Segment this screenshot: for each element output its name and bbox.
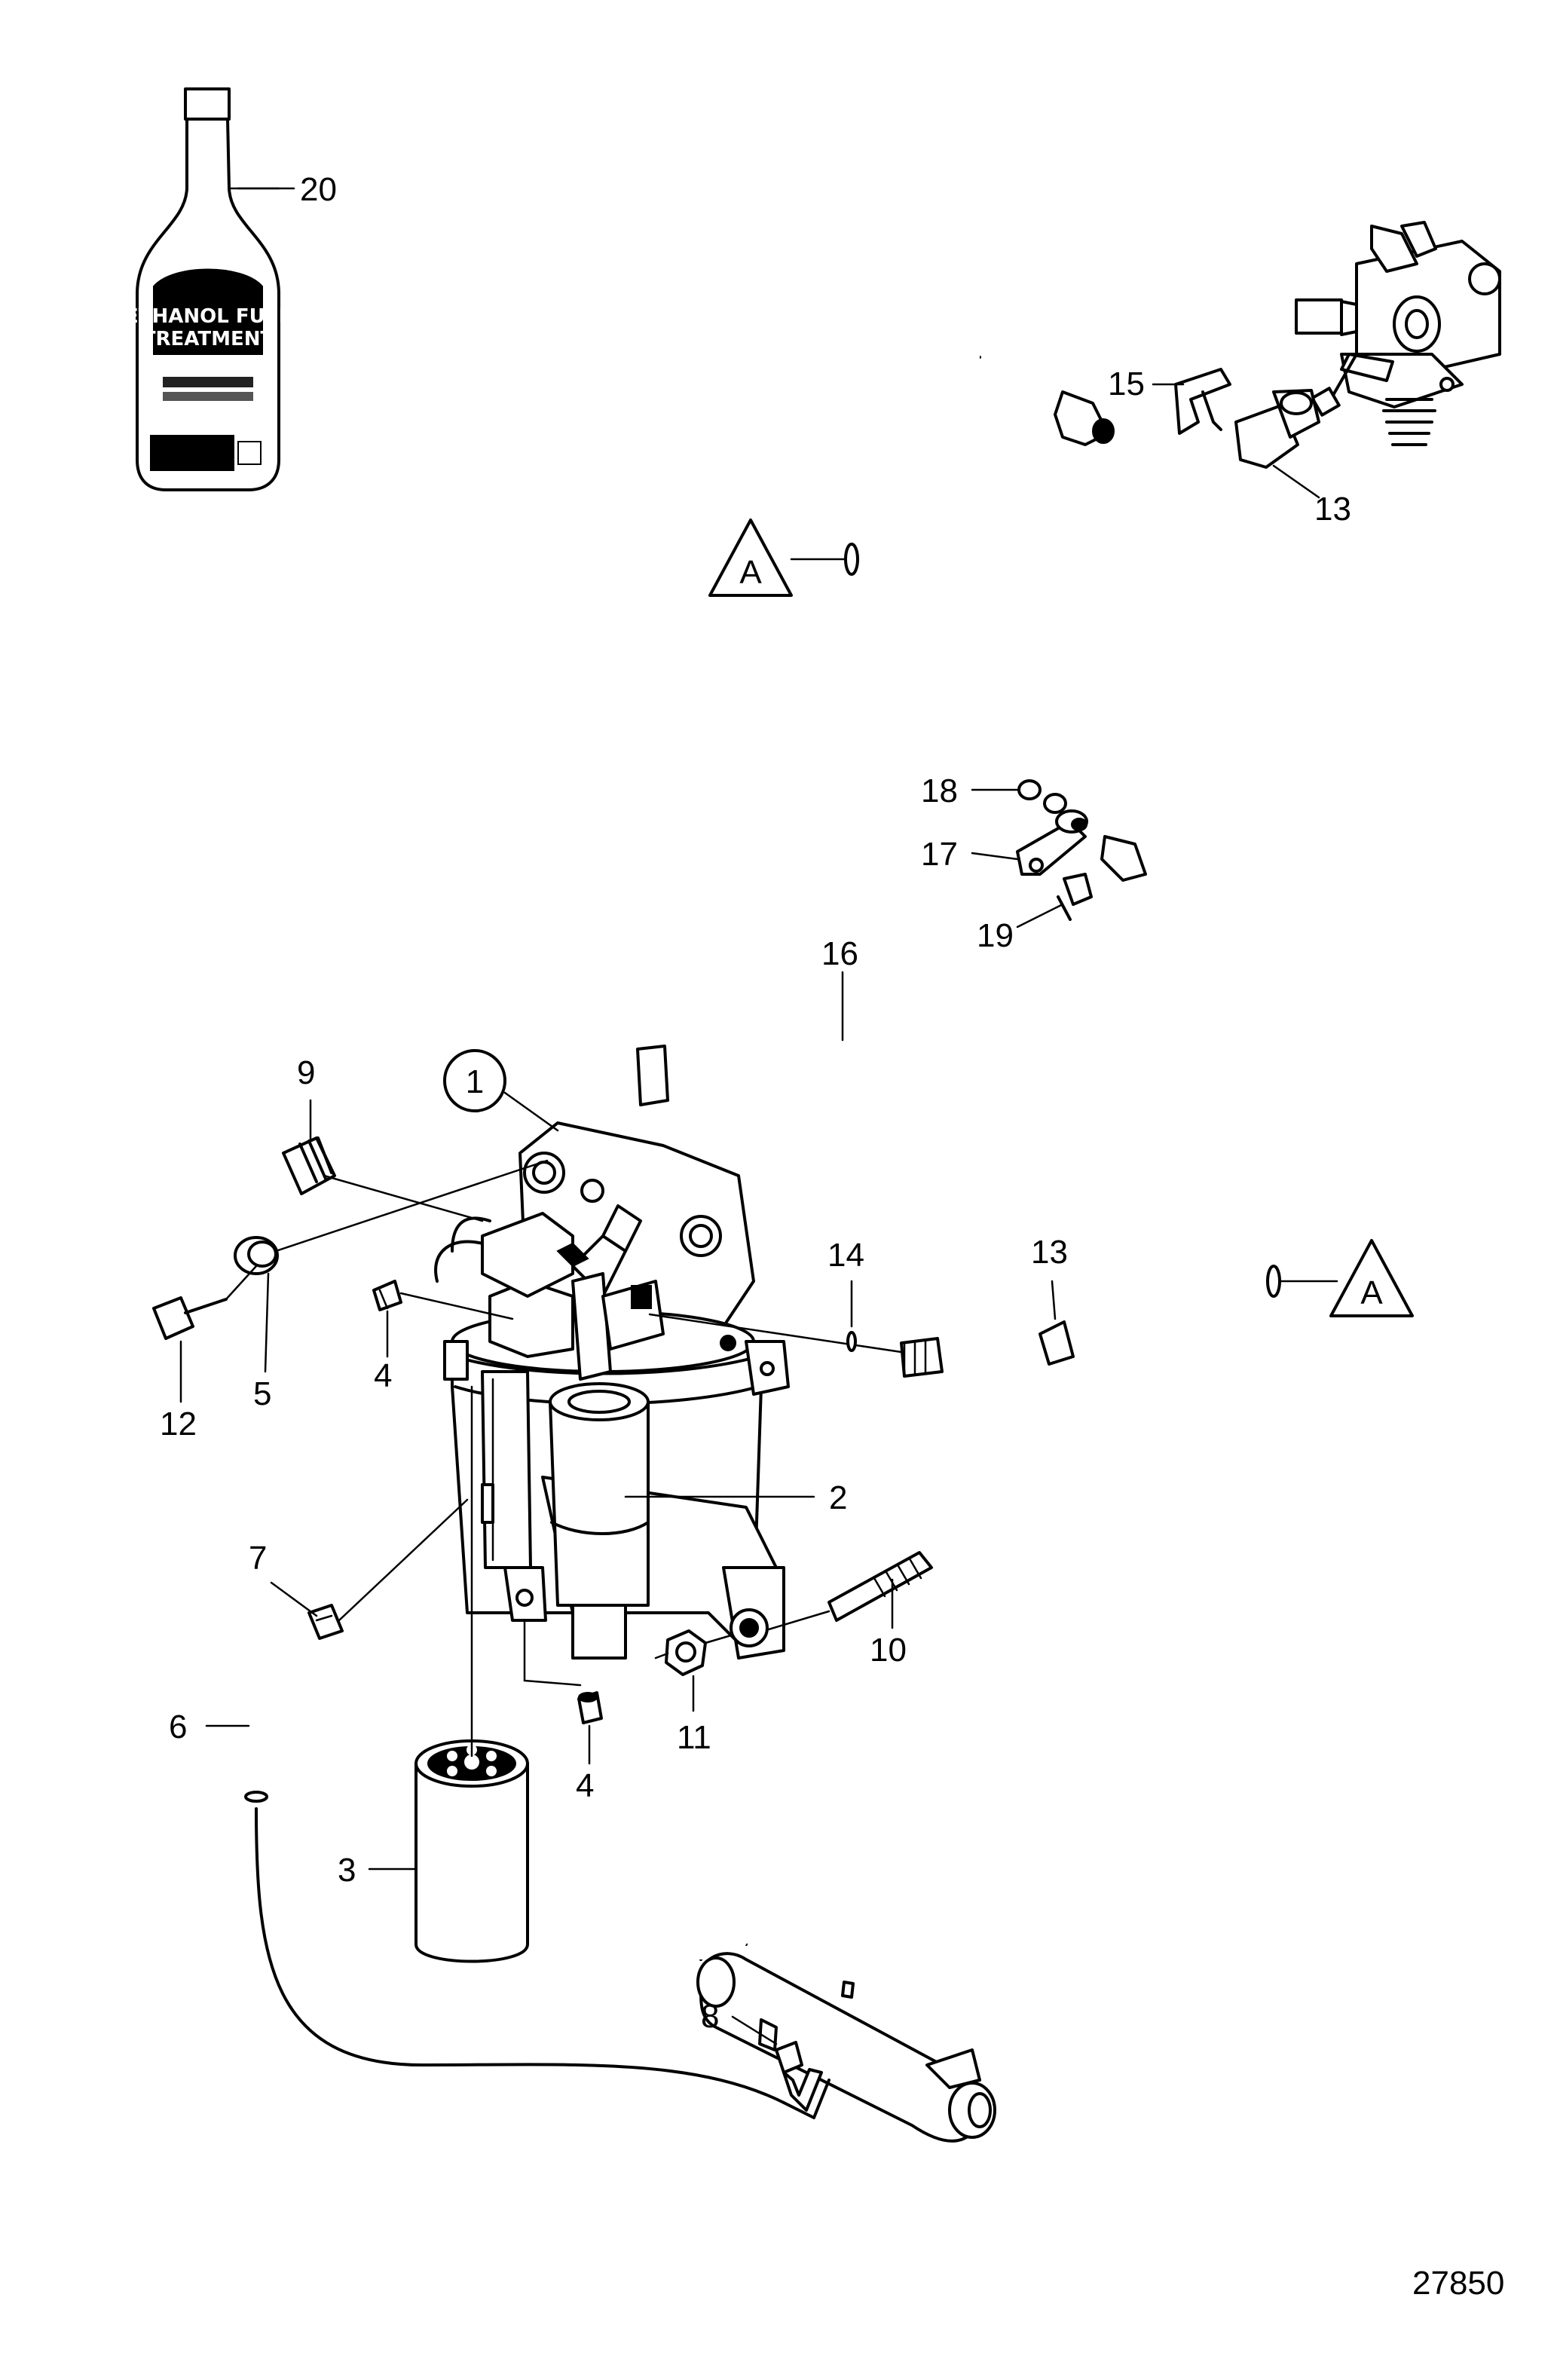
callout-1: 1 [466, 1063, 484, 1100]
callout-14: 14 [827, 1237, 864, 1274]
leader-17 [971, 852, 1019, 861]
leader-13-upper [1272, 464, 1320, 499]
callout-7: 7 [249, 1540, 267, 1577]
leader-7 [270, 1581, 318, 1617]
leader-13-lower [1051, 1280, 1057, 1320]
callout-15: 15 [1108, 366, 1145, 402]
callout-3: 3 [338, 1852, 356, 1889]
callout-11: 11 [677, 1719, 711, 1756]
grommet-5 [234, 1236, 279, 1275]
stud-10 [827, 1551, 933, 1622]
drain-fitting [775, 2041, 831, 2119]
reference-marker-lower: A [1280, 1239, 1414, 1317]
callout-4-lower: 4 [576, 1767, 594, 1804]
callout-2: 2 [829, 1479, 847, 1516]
reference-marker-upper: A [708, 519, 847, 597]
o-ring [1017, 779, 1042, 800]
callout-10: 10 [870, 1632, 907, 1669]
bolt-12 [152, 1296, 228, 1340]
fuel-return-line [636, 835, 1147, 1106]
leader-8 [731, 2015, 778, 2045]
callout-4-upper: 4 [374, 1357, 392, 1394]
fuel-hose-lower [900, 1265, 1281, 1378]
intake-pipe [696, 1932, 996, 2143]
ethanol-fuel-treatment-bottle: ETHANOL FUEL TREATMENT [125, 87, 291, 491]
bleed-screw-upper [372, 1280, 402, 1311]
callout-5: 5 [253, 1375, 271, 1412]
callout-6: 6 [169, 1709, 187, 1745]
plug-9 [282, 1136, 336, 1195]
drain-hose [244, 1623, 785, 2104]
callout-16: 16 [821, 935, 858, 972]
callout-13-upper: 13 [1314, 491, 1351, 528]
figure-number: 27850 [1412, 2265, 1504, 2302]
leader-19 [1016, 903, 1064, 928]
callout-12: 12 [160, 1406, 197, 1442]
callout-8: 8 [701, 1998, 719, 2035]
clip [1174, 368, 1231, 435]
bottle-label-line1: ETHANOL FUEL [125, 305, 291, 328]
hose-clamp [307, 1604, 344, 1640]
callout-20: 20 [300, 171, 337, 208]
bottle-label-line2: TREATMENT [142, 328, 274, 350]
callout-19: 19 [977, 917, 1014, 954]
high-pressure-pump [1340, 221, 1501, 446]
fuel-filter-housing [434, 1121, 790, 1660]
high-pressure-fuel-line [959, 298, 1358, 446]
callout-18: 18 [921, 772, 958, 809]
callout-1-circle: 1 [443, 1049, 559, 1132]
reference-marker-upper-label: A [739, 554, 762, 591]
leader-5 [264, 1272, 270, 1373]
fuel-hose-upper [844, 389, 1320, 576]
callout-9: 9 [297, 1054, 315, 1091]
line-bracket [1016, 809, 1088, 876]
bleed-screw-lower [577, 1691, 603, 1724]
bolt-19 [1057, 873, 1093, 921]
fuel-filter-cartridge [414, 1739, 529, 1963]
callout-13-lower: 13 [1031, 1234, 1068, 1271]
o-ring-14 [846, 1331, 857, 1352]
nut-11 [665, 1629, 707, 1676]
callout-17: 17 [921, 836, 958, 873]
reference-marker-lower-label: A [1360, 1274, 1383, 1311]
